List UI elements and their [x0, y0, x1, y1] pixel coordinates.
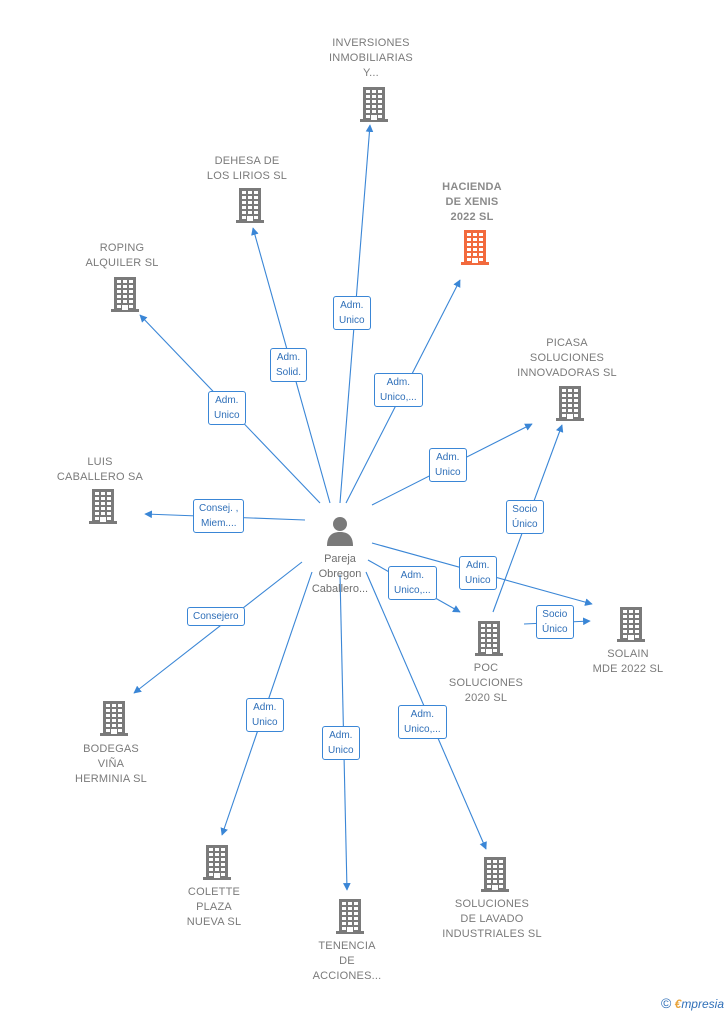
node-label-colette[interactable]: COLETTE PLAZA NUEVA SL	[186, 886, 242, 928]
node-label-luis[interactable]: LUIS CABALLERO SA	[56, 456, 144, 483]
edge-line-bodegas	[133, 561, 303, 694]
edge-label-colette[interactable]: Adm. Unico	[246, 698, 284, 732]
building-icon-hacienda[interactable]	[461, 229, 489, 265]
brand-logo-letter: €	[674, 997, 682, 1011]
building-icon-lavado[interactable]	[481, 856, 509, 892]
edge-label-bodegas[interactable]: Consejero	[187, 607, 245, 626]
copyright-symbol: ©	[660, 995, 672, 1011]
node-label-roping[interactable]: ROPING ALQUILER SL	[85, 242, 159, 269]
building-icon-bodegas[interactable]	[100, 700, 128, 736]
edge-label-lavado[interactable]: Adm. Unico,...	[398, 705, 447, 739]
edge-label-poc[interactable]: Adm. Unico,...	[388, 566, 437, 600]
person-icon[interactable]	[325, 515, 355, 547]
edge-label-solain[interactable]: Adm. Unico	[459, 556, 497, 590]
building-icon-luis[interactable]	[89, 488, 117, 524]
edge-label-hacienda[interactable]: Adm. Unico,...	[374, 373, 423, 407]
building-icon-solain[interactable]	[617, 606, 645, 642]
brand-watermark: © €mpresia	[661, 995, 724, 1011]
node-label-lavado[interactable]: SOLUCIONES DE LAVADO INDUSTRIALES SL	[442, 898, 542, 940]
node-label-inversiones[interactable]: INVERSIONES INMOBILIARIAS Y...	[329, 37, 413, 79]
edge-label-roping[interactable]: Adm. Unico	[208, 391, 246, 425]
building-icon-roping[interactable]	[111, 276, 139, 312]
edge-label-luis[interactable]: Consej. , Miem....	[193, 499, 245, 533]
edge-label-tenencia[interactable]: Adm. Unico	[322, 726, 360, 760]
node-label-hacienda[interactable]: HACIENDA DE XENIS 2022 SL	[442, 181, 502, 223]
node-label-picasa[interactable]: PICASA SOLUCIONES INNOVADORAS SL	[517, 337, 617, 379]
center-person-label[interactable]: Pareja Obregon Caballero...	[311, 553, 369, 595]
building-icon-colette[interactable]	[203, 844, 231, 880]
brand-name: mpresia	[681, 997, 724, 1011]
node-label-tenencia[interactable]: TENENCIA DE ACCIONES...	[312, 940, 382, 982]
building-icon-poc[interactable]	[475, 620, 503, 656]
edge-label-dehesa[interactable]: Adm. Solid.	[270, 348, 308, 382]
edge-label-poc-solain[interactable]: Socio Único	[536, 605, 574, 639]
edge-label-picasa[interactable]: Adm. Unico	[429, 448, 467, 482]
edge-label-poc-picasa[interactable]: Socio Único	[506, 500, 544, 534]
node-label-bodegas[interactable]: BODEGAS VIÑA HERMINIA SL	[75, 743, 147, 785]
building-icon-picasa[interactable]	[556, 385, 584, 421]
node-label-solain[interactable]: SOLAIN MDE 2022 SL	[592, 648, 664, 675]
node-label-poc[interactable]: POC SOLUCIONES 2020 SL	[448, 662, 524, 704]
building-icon-dehesa[interactable]	[236, 187, 264, 223]
building-icon-inversiones[interactable]	[360, 86, 388, 122]
node-label-dehesa[interactable]: DEHESA DE LOS LIRIOS SL	[206, 155, 288, 182]
edge-label-inversiones[interactable]: Adm. Unico	[333, 296, 371, 330]
building-icon-tenencia[interactable]	[336, 898, 364, 934]
